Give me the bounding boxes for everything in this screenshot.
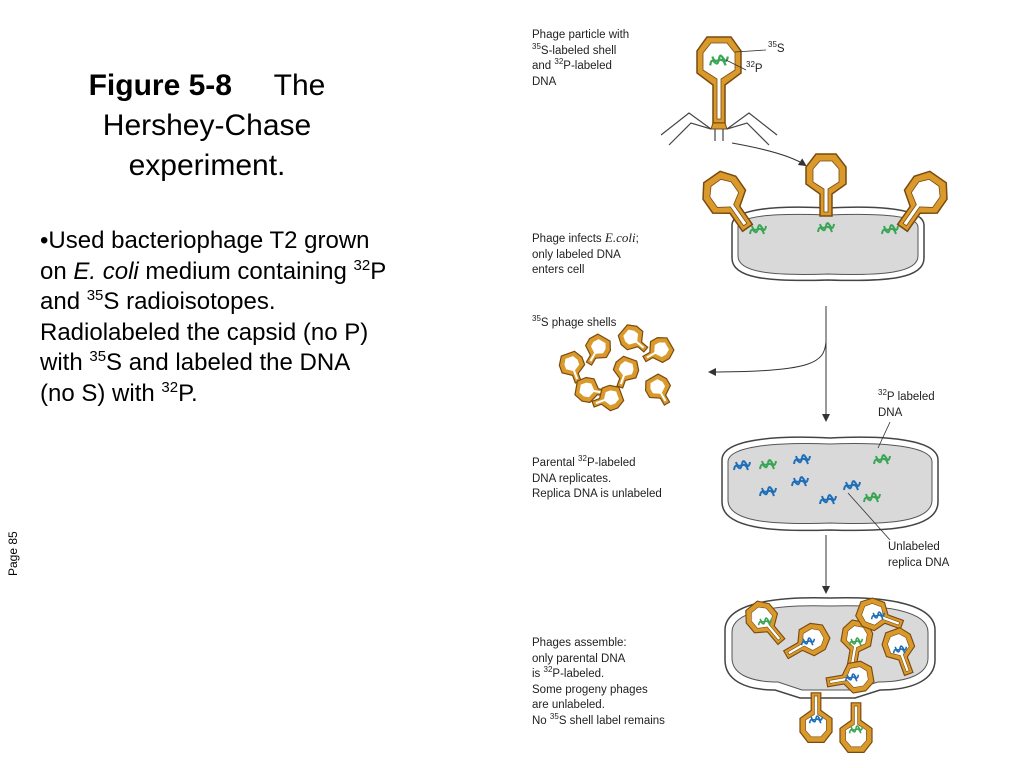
caption-sup: 35	[549, 711, 559, 721]
bullet-part: S and labeled the DNA (no S) with	[40, 349, 349, 407]
caption-sup: 32	[543, 665, 553, 675]
caption-infect: Phage infects E.coli; only labeled DNA e…	[532, 230, 639, 279]
caption-line: DNA replicates.	[532, 472, 612, 485]
caption-sup: 35	[768, 40, 777, 50]
caption-sup: 32	[578, 454, 587, 464]
caption-line: enters cell	[532, 264, 585, 276]
caption-line: Phage infects	[532, 233, 605, 245]
caption-line: ;	[635, 233, 639, 245]
bullet-part: Used bacteriophage T2 grown on	[40, 227, 370, 285]
caption-line: S shell label remains	[558, 714, 665, 727]
caption-line: only parental DNA	[532, 652, 626, 665]
caption-phage-particle: Phage particle with 35S-labeled shell an…	[532, 28, 629, 90]
bullet-mark: •	[40, 227, 49, 254]
caption-line: S	[776, 43, 785, 55]
caption-assemble: Phages assemble: only parental DNA is 32…	[532, 636, 665, 729]
bullet-sup: 35	[89, 348, 107, 365]
caption-line: replica DNA	[888, 556, 950, 569]
caption-line: Parental	[532, 457, 579, 469]
caption-line: P-labeled	[563, 60, 612, 72]
bullet-sup: 32	[161, 378, 179, 396]
figure-title-line-2: Hershey-Chase	[102, 109, 312, 142]
caption-sup: 35	[532, 41, 541, 51]
callout-p32: 32P	[746, 60, 763, 78]
caption-line: S phage shells	[540, 317, 617, 329]
caption-line: Unlabeled	[888, 541, 940, 553]
caption-line: Phage particle with	[532, 29, 630, 41]
caption-line: is	[532, 668, 544, 680]
caption-line: DNA	[878, 406, 903, 419]
assembly-cell	[724, 594, 936, 754]
caption-sup: 35	[532, 314, 541, 324]
figure-title-line-1: The	[273, 69, 326, 102]
bullet-sup: 35	[86, 287, 104, 304]
caption-sup: 32	[878, 388, 887, 398]
caption-line: only labeled DNA	[532, 248, 621, 261]
caption-line: No	[532, 714, 550, 727]
caption-line: P-labeled	[586, 457, 636, 469]
figure-title-line-3: experiment.	[128, 149, 286, 182]
diagram-svg	[556, 36, 956, 754]
caption-line: are unlabeled.	[532, 699, 605, 711]
caption-line: S-labeled shell	[540, 44, 617, 57]
caption-unlabeled: Unlabeled replica DNA	[888, 540, 949, 571]
shell-pile	[556, 320, 678, 417]
bullet-part: P and	[40, 257, 386, 316]
bullet-part: P.	[178, 379, 198, 407]
figure-title: Figure 5-8 The Hershey-Chase experiment.	[40, 66, 374, 186]
replication-cell	[721, 436, 939, 532]
caption-p32-labeled: 32P labeled DNA	[878, 388, 935, 421]
bullet-part: medium containing	[138, 257, 354, 285]
caption-line: Some progeny phages	[532, 683, 648, 696]
caption-italic: E.coli	[604, 230, 636, 245]
figure-label: Figure 5-8	[88, 69, 232, 102]
callout-s-line	[734, 49, 767, 53]
bullet-text: •Used bacteriophage T2 grown on E. coli …	[40, 226, 390, 409]
bullet-part-italic: E. coli	[73, 257, 139, 285]
arrow-to-shells	[708, 341, 827, 376]
caption-line: P-labeled.	[552, 668, 605, 680]
callout-p-line	[725, 59, 747, 71]
caption-sup: 32	[746, 60, 755, 70]
caption-line: DNA	[532, 75, 557, 88]
labeled-phage-particle	[660, 36, 778, 146]
hershey-chase-diagram: Phage particle with 35S-labeled shell an…	[510, 20, 1010, 760]
bullet-part: S radioisotopes. Radiolabeled the capsid…	[40, 288, 369, 376]
caption-line: Phages assemble:	[532, 637, 627, 649]
caption-shells: 35S phage shells	[532, 314, 617, 332]
caption-line: P labeled	[886, 391, 935, 403]
bullet-sup: 32	[353, 256, 371, 274]
callout-p32-line	[877, 421, 891, 449]
caption-line: P	[754, 63, 763, 75]
page-label: Page 85	[6, 531, 20, 576]
caption-line: and	[532, 60, 555, 72]
caption-line: Replica DNA is unlabeled	[532, 488, 662, 500]
callout-unlabeled-line	[847, 492, 891, 541]
infected-cell	[694, 153, 956, 282]
callout-s35: 35S	[768, 40, 785, 58]
caption-replicate: Parental 32P-labeled DNA replicates. Rep…	[532, 454, 662, 503]
arrow-1	[731, 142, 807, 167]
caption-sup: 32	[554, 57, 564, 67]
